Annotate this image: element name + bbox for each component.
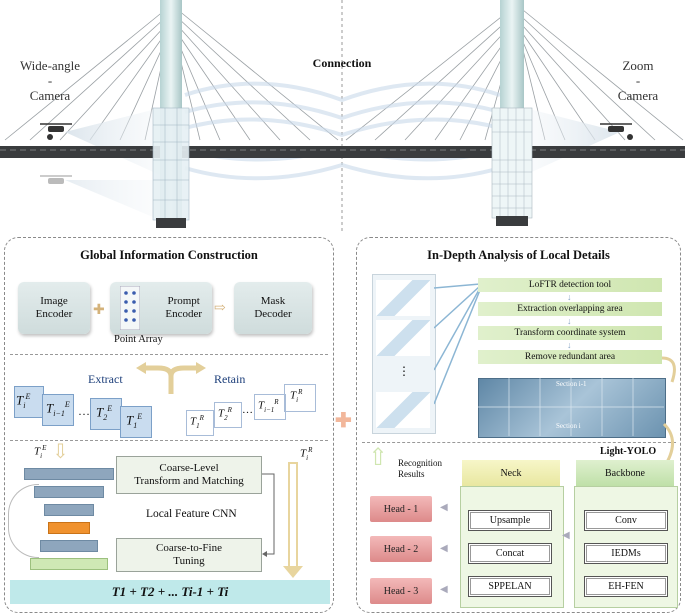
drone-icon-zoom xyxy=(600,123,633,140)
extract-label: Extract xyxy=(88,372,123,386)
strip-image-2 xyxy=(376,320,430,356)
zoom-camera-label: Zoom-Camera xyxy=(617,58,659,103)
token-te-2 xyxy=(90,398,122,430)
point-array-icon xyxy=(120,286,140,330)
token-te-1 xyxy=(120,406,152,438)
cnn-layer-1 xyxy=(24,468,114,480)
drone-icon-wide-shadow xyxy=(40,175,72,184)
token-te-i-1 xyxy=(42,394,74,426)
step-transform: Transform coordinate system xyxy=(478,326,662,340)
section-top-label: Section i-1 xyxy=(556,380,587,388)
local-panel-title: In-Depth Analysis of Local Details xyxy=(427,248,610,262)
strip-to-steps-lines xyxy=(434,283,480,405)
retain-long-arrow xyxy=(288,462,298,572)
image-encoder-box: Image Encoder xyxy=(18,282,90,334)
strip-image-n xyxy=(376,392,430,428)
plus-icon: ✚ xyxy=(93,303,105,318)
global-panel-title: Global Information Construction xyxy=(80,248,258,262)
cnn-layer-4 xyxy=(40,540,98,552)
module-conv: Conv xyxy=(584,510,668,531)
local-details-panel xyxy=(356,237,681,613)
center-plus-icon: ✚ xyxy=(335,410,352,432)
step-loftr: LoFTR detection tool xyxy=(478,278,662,292)
retain-label: Retain xyxy=(214,372,246,386)
coarse-to-fine-box: Coarse-to-Fine Tuning xyxy=(116,538,262,572)
divider-3 xyxy=(362,442,676,443)
token-tr-1 xyxy=(186,410,214,436)
cnn-layer-2 xyxy=(34,486,104,498)
up-arrow-icon: ⇧ xyxy=(368,445,389,471)
point-array-label: Point Array xyxy=(114,334,163,345)
module-upsample: Upsample xyxy=(468,510,552,531)
local-feature-cnn-label: Local Feature CNN xyxy=(146,508,237,520)
backbone-header: Backbone xyxy=(576,460,674,486)
module-eh-fen: EH-FEN xyxy=(584,576,668,597)
recognition-results-label: Recognition Results xyxy=(398,458,442,479)
bridge-scene xyxy=(0,0,685,232)
divider-2 xyxy=(10,440,328,441)
connection-waves xyxy=(184,81,501,181)
wide-angle-view-cone xyxy=(65,108,160,175)
mask-decoder-box: Mask Decoder xyxy=(234,282,312,334)
global-information-panel xyxy=(4,237,334,613)
formula-bar: T1 + T2 + ... Ti-1 + Ti xyxy=(10,580,330,604)
bridge-deck xyxy=(0,146,685,158)
neck-header: Neck xyxy=(462,460,560,486)
cnn-layer-core xyxy=(48,522,90,534)
wide-angle-camera-label: Wide-angle-Camera xyxy=(19,58,81,103)
bracket-arrow xyxy=(262,473,275,557)
strip-image-1 xyxy=(376,280,430,316)
module-iedms: IEDMs xyxy=(584,543,668,564)
token-te-i xyxy=(14,386,44,418)
split-arrow-icon xyxy=(136,362,206,394)
token-tr-i xyxy=(284,384,316,412)
step-extraction: Extraction overlapping area xyxy=(478,302,662,316)
light-yolo-label: Light-YOLO xyxy=(600,446,657,457)
cnn-layer-5 xyxy=(30,558,108,570)
token-tr-2 xyxy=(214,402,242,428)
arrow-right-icon: ⇨ xyxy=(214,301,226,316)
step-remove: Remove redundant area xyxy=(478,350,662,364)
curve-arrow-1 xyxy=(662,356,676,383)
connection-title: Connection xyxy=(312,56,372,70)
head-1: Head - 1 xyxy=(370,496,432,522)
right-grid xyxy=(491,107,533,219)
coarse-level-box: Coarse-Level Transform and Matching xyxy=(116,456,262,494)
module-concat: Concat xyxy=(468,543,552,564)
drone-icon-wide xyxy=(40,123,72,140)
head-2: Head - 2 xyxy=(370,536,432,562)
divider-1 xyxy=(10,354,328,355)
down-arrow-icon: ⇩ xyxy=(52,441,69,463)
cnn-layer-3 xyxy=(44,504,94,516)
module-sppelan: SPPELAN xyxy=(468,576,552,597)
token-tr-i-1 xyxy=(254,394,286,420)
formula-text: T1 + T2 + ... Ti-1 + Ti xyxy=(111,584,229,599)
left-grid xyxy=(152,107,190,221)
section-bottom-label: Section i xyxy=(556,422,581,430)
head-3: Head - 3 xyxy=(370,578,432,604)
zoom-view-cone xyxy=(525,108,620,175)
